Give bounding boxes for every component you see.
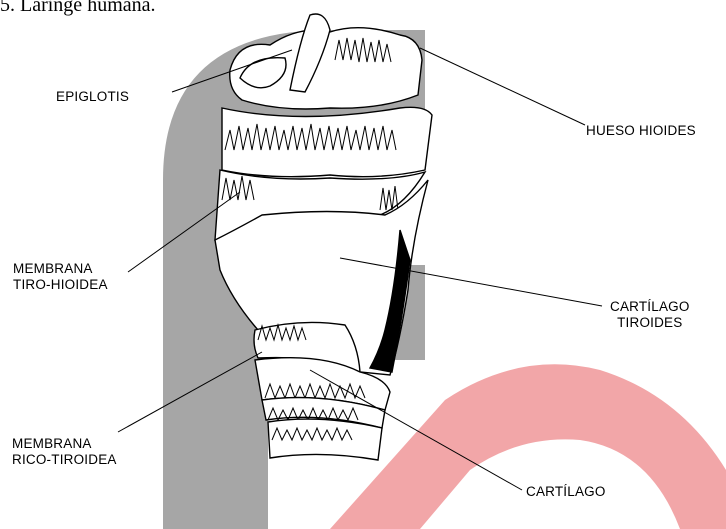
label-membrana-crico-tiroidea-line1: MEMBRANA bbox=[12, 436, 117, 452]
label-cartilago-tiroides-line1: CARTÍLAGO bbox=[610, 299, 690, 315]
label-membrana-crico-tiroidea: MEMBRANA RICO-TIROIDEA bbox=[12, 436, 117, 468]
label-cartilago-tiroides: CARTÍLAGO TIROIDES bbox=[610, 299, 690, 331]
label-cartilago-cricoides: CARTÍLAGO bbox=[526, 484, 606, 500]
label-hueso-hioides: HUESO HIOIDES bbox=[586, 123, 696, 139]
label-epiglotis: EPIGLOTIS bbox=[56, 89, 129, 105]
label-membrana-tiro-hioidea: MEMBRANA TIRO-HIOIDEA bbox=[13, 261, 108, 293]
label-membrana-tiro-hioidea-line2: TIRO-HIOIDEA bbox=[13, 277, 108, 293]
label-membrana-crico-tiroidea-line2: RICO-TIROIDEA bbox=[12, 452, 117, 468]
leader-hueso-hioides bbox=[420, 48, 585, 125]
label-cartilago-tiroides-line2: TIROIDES bbox=[610, 315, 690, 331]
tracheal-ring-2 bbox=[268, 419, 382, 460]
label-membrana-tiro-hioidea-line1: MEMBRANA bbox=[13, 261, 108, 277]
